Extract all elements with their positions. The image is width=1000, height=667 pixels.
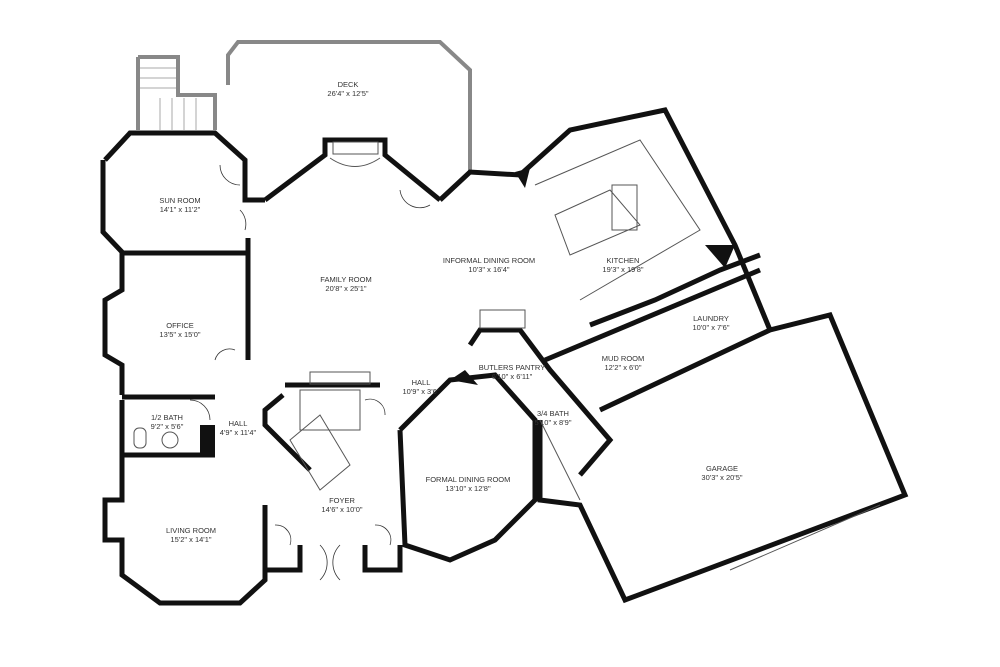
room-name: 3/4 BATH (537, 409, 569, 418)
room-name: MUD ROOM (601, 354, 645, 363)
room-dims: 12'2" x 6'0" (604, 363, 642, 372)
room-name: HALL (228, 419, 248, 428)
room-dims: 9'2" x 5'6" (150, 422, 184, 431)
room-dims: 5'10" x 8'9" (534, 418, 572, 427)
room-name: FORMAL DINING ROOM (425, 475, 511, 484)
fixtures (133, 139, 881, 571)
room-name: KITCHEN (606, 256, 640, 265)
room-name: OFFICE (166, 321, 194, 330)
room-name: SUN ROOM (159, 196, 201, 205)
room-dims: 10'3" x 16'4" (468, 265, 510, 274)
wall-masses (200, 168, 735, 455)
room-dims: 13'5" x 15'0" (159, 330, 201, 339)
room-name: LAUNDRY (693, 314, 729, 323)
room-name: FAMILY ROOM (320, 275, 372, 284)
room-dims: 10'0" x 7'6" (692, 323, 730, 332)
room-name: 1/2 BATH (151, 413, 183, 422)
room-name: INFORMAL DINING ROOM (442, 256, 536, 265)
room-dims: 10'9" x 3'6" (402, 387, 440, 396)
room-name: GARAGE (705, 464, 739, 473)
deck-stairs (140, 67, 197, 130)
room-dims: 30'3" x 20'5" (701, 473, 743, 482)
walls (100, 107, 909, 606)
room-dims: 26'4" x 12'5" (327, 89, 369, 98)
doors (189, 164, 431, 581)
room-dims: 4'9" x 11'4" (219, 428, 257, 437)
fireplace (332, 141, 379, 155)
deck-railing (136, 40, 472, 172)
room-dims: 13'10" x 12'8" (445, 484, 491, 493)
room-dims: 6'10" x 6'11" (491, 372, 533, 381)
room-name: FOYER (329, 496, 355, 505)
room-name: DECK (337, 80, 359, 89)
room-name: BUTLERS PANTRY (478, 363, 546, 372)
room-dims: 14'6" x 10'0" (321, 505, 363, 514)
room-dims: 19'3" x 19'8" (602, 265, 644, 274)
room-dims: 15'2" x 14'1" (170, 535, 212, 544)
room-name: LIVING ROOM (165, 526, 217, 535)
room-dims: 14'1" x 11'2" (159, 205, 201, 214)
room-name: HALL (411, 378, 431, 387)
room-dims: 20'8" x 25'1" (325, 284, 367, 293)
